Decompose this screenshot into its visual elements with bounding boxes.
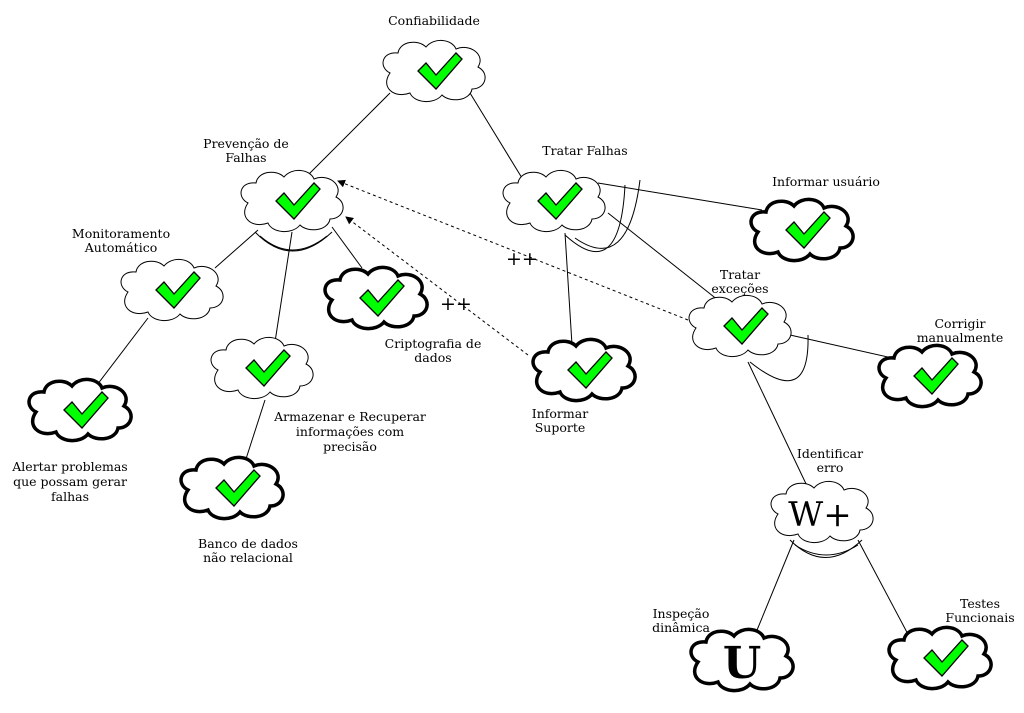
check-icon (245, 349, 291, 387)
link-confiabilidade-tratar-falhas (469, 92, 523, 179)
label-banco-1: Banco de dados (198, 536, 298, 551)
cloud-shape (210, 337, 314, 399)
label-armazenar-3: precisão (323, 439, 377, 454)
label-inspecao-2: dinâmica (652, 620, 710, 635)
label-monitoramento-1: Monitoramento (72, 226, 170, 241)
label-tratar-falhas: Tratar Falhas (542, 143, 627, 158)
node-confiabilidade[interactable] (382, 40, 486, 102)
label-monitoramento-2: Automático (84, 240, 157, 255)
label-armazenar-2: informações com (296, 424, 404, 439)
cloud-shape (382, 40, 486, 102)
node-inspecao[interactable]: U (689, 627, 795, 693)
cloud-shape (240, 170, 344, 232)
node-tratar-excecoes[interactable] (688, 295, 792, 357)
node-identificar-erro[interactable]: W+ (770, 481, 874, 543)
label-alertar-1: Alertar problemas (11, 459, 127, 474)
check-icon (63, 391, 109, 429)
node-criptografia[interactable] (323, 265, 429, 331)
link-excecoes-corrigir (789, 334, 893, 359)
node-informar-usuario[interactable] (749, 197, 855, 263)
node-armazenar[interactable] (210, 337, 314, 399)
cloud-shape (531, 337, 637, 403)
cloud-shape (887, 625, 993, 691)
check-icon (359, 279, 405, 317)
label-alertar-2: que possam gerar (13, 474, 127, 489)
check-icon (913, 357, 959, 395)
label-tratar-excecoes-1: Tratar (720, 267, 760, 282)
label-corrigir-2: manualmente (917, 330, 1004, 345)
label-confiabilidade: Confiabilidade (388, 13, 480, 28)
label-informar-suporte-2: Suporte (535, 420, 586, 435)
cloud-shape (689, 627, 795, 693)
label-alertar-3: falhas (51, 489, 89, 504)
cloud-shape (120, 259, 224, 321)
link-tratar-informar-usuario (597, 182, 763, 211)
label-informar-usuario: Informar usuário (772, 174, 880, 189)
label-banco-2: não relacional (203, 550, 293, 565)
label-testes-2: Funcionais (945, 610, 1014, 625)
label-criptografia-1: Criptografia de (385, 336, 482, 351)
node-alertar[interactable] (27, 377, 133, 443)
link-identificar-inspecao (754, 539, 795, 636)
link-monitoramento-alertar (96, 317, 149, 386)
contrib-label-suporte: ++ (440, 293, 472, 315)
check-icon (155, 271, 201, 309)
link-prevencao-monitoramento (214, 229, 259, 269)
contrib-label-excecoes: ++ (506, 248, 538, 270)
node-tratar-falhas[interactable] (502, 170, 606, 232)
check-icon (923, 639, 969, 677)
cloud-shape (323, 265, 429, 331)
label-armazenar-1: Armazenar e Recuperar (273, 409, 426, 424)
label-prevencao-1: Prevenção de (203, 136, 289, 151)
check-icon (723, 307, 769, 345)
link-confiabilidade-prevencao (304, 92, 391, 179)
label-criptografia-2: dados (414, 350, 451, 365)
node-prevencao[interactable] (240, 170, 344, 232)
check-icon (215, 469, 261, 507)
weak-positive-mark: W+ (788, 495, 851, 535)
cloud-shape (179, 455, 285, 521)
check-icon (275, 182, 321, 220)
check-icon (567, 351, 613, 389)
node-banco-dados[interactable] (179, 455, 285, 521)
node-corrigir[interactable] (877, 343, 983, 409)
label-identificar-1: Identificar (797, 446, 863, 461)
contrib-suporte-prevencao (345, 216, 529, 356)
link-tratar-tratar-excecoes (607, 212, 729, 309)
contribution-links: ++ ++ (337, 179, 689, 356)
label-corrigir-1: Corrigir (934, 316, 985, 331)
cloud-shape (27, 377, 133, 443)
cloud-shape (688, 295, 792, 357)
node-informar-suporte[interactable] (531, 337, 637, 403)
label-informar-suporte-1: Informar (532, 406, 588, 421)
check-icon (785, 211, 831, 249)
check-icon (417, 52, 463, 90)
cloud-shape (877, 343, 983, 409)
contrib-excecoes-prevencao (337, 179, 689, 321)
label-identificar-2: erro (817, 460, 844, 475)
node-monitoramento[interactable] (120, 259, 224, 321)
label-prevencao-2: Falhas (225, 150, 266, 165)
decomposition-links (96, 92, 911, 639)
link-excecoes-identificar (747, 361, 809, 489)
cloud-shape (770, 481, 874, 543)
label-testes-1: Testes (960, 596, 1000, 611)
label-inspecao-1: Inspeção (653, 606, 710, 621)
check-icon (537, 182, 583, 220)
cloud-shape (502, 170, 606, 232)
cloud-shape (749, 197, 855, 263)
link-tratar-informar-suporte (564, 232, 573, 346)
node-testes[interactable] (887, 625, 993, 691)
undecided-mark: U (723, 638, 761, 689)
link-prevencao-criptografia (331, 226, 363, 269)
label-tratar-excecoes-2: exceções (711, 281, 768, 296)
link-identificar-testes (857, 539, 911, 639)
and-arcs (254, 179, 863, 558)
link-armazenar-banco (244, 399, 266, 463)
